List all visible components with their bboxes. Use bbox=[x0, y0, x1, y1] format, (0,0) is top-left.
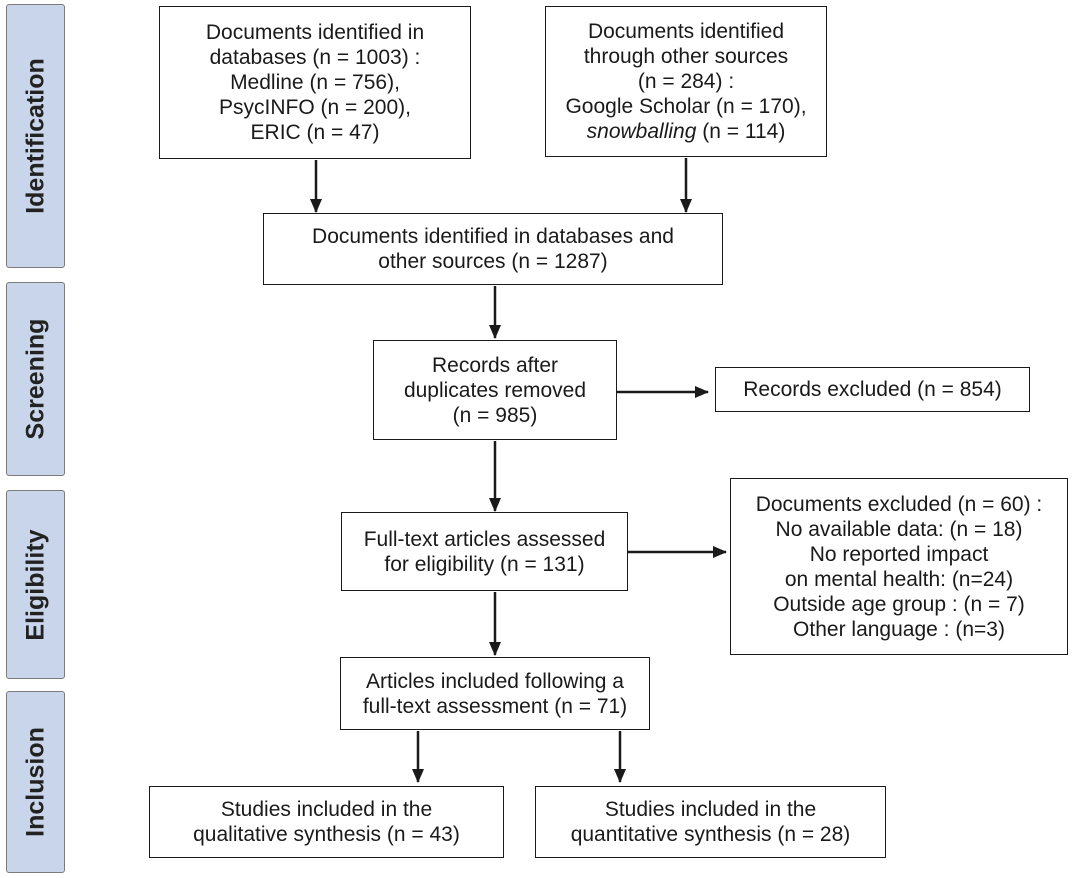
box-after-duplicates-line-2: duplicates removed bbox=[403, 378, 587, 402]
box-databases-line-1: Documents identified in bbox=[205, 21, 425, 44]
box-qualitative-line-2: qualitative synthesis (n = 43) bbox=[193, 823, 460, 846]
box-fulltext-line-2: for eligibility (n = 131) bbox=[384, 552, 585, 576]
box-documents-excluded: Documents excluded (n = 60) : No availab… bbox=[730, 478, 1068, 655]
box-databases-line-3: Medline (n = 756), bbox=[230, 71, 400, 94]
phase-eligibility: Eligibility bbox=[6, 490, 65, 679]
snowballing-count: (n = 114) bbox=[696, 120, 786, 143]
box-databases-line-2: databases (n = 1003) : bbox=[209, 46, 421, 69]
box-other-line-3: (n = 284) : bbox=[637, 70, 735, 93]
box-fulltext-assessed: Full-text articles assessed for eligibil… bbox=[341, 512, 628, 591]
box-databases: Documents identified in databases (n = 1… bbox=[159, 6, 471, 159]
box-after-duplicates-line-3: (n = 985) bbox=[452, 403, 538, 427]
box-other-line-4: Google Scholar (n = 170), bbox=[565, 95, 807, 118]
box-included-line-1: Articles included following a bbox=[366, 669, 624, 693]
box-databases-line-4: PsycINFO (n = 200), bbox=[219, 96, 411, 119]
box-quantitative-line-2: quantitative synthesis (n = 28) bbox=[570, 823, 851, 846]
box-documents-excluded-line-2: No available data: (n = 18) bbox=[775, 517, 1023, 541]
box-included-line-2: full-text assessment (n = 71) bbox=[362, 694, 628, 718]
box-documents-excluded-line-5: Outside age group : (n = 7) bbox=[773, 592, 1025, 616]
box-qualitative: Studies included in the qualitative synt… bbox=[149, 786, 504, 858]
box-databases-line-5: ERIC (n = 47) bbox=[250, 121, 380, 144]
snowballing-text: snowballing bbox=[586, 120, 697, 143]
box-quantitative: Studies included in the quantitative syn… bbox=[535, 786, 886, 858]
box-after-duplicates-line-1: Records after bbox=[431, 353, 559, 377]
box-records-excluded: Records excluded (n = 854) bbox=[715, 367, 1030, 412]
phase-inclusion: Inclusion bbox=[6, 691, 65, 873]
box-qualitative-line-1: Studies included in the bbox=[220, 798, 433, 821]
phase-screening: Screening bbox=[6, 282, 65, 476]
phase-identification: Identification bbox=[6, 4, 65, 268]
box-documents-excluded-line-4: on mental health: (n=24) bbox=[784, 567, 1014, 591]
box-combined: Documents identified in databases and ot… bbox=[263, 213, 723, 285]
box-other-line-5: snowballing (n = 114) bbox=[587, 119, 786, 144]
box-documents-excluded-line-3: No reported impact bbox=[809, 542, 989, 566]
box-quantitative-line-1: Studies included in the bbox=[604, 798, 817, 821]
box-other-line-1: Documents identified bbox=[587, 20, 785, 43]
box-other-sources: Documents identified through other sourc… bbox=[545, 6, 827, 157]
box-other-line-2: through other sources bbox=[583, 45, 789, 68]
box-records-excluded-line-1: Records excluded (n = 854) bbox=[743, 378, 1002, 401]
box-combined-line-1: Documents identified in databases and bbox=[312, 225, 674, 248]
box-documents-excluded-line-6: Other language : (n=3) bbox=[793, 617, 1005, 641]
box-documents-excluded-line-1: Documents excluded (n = 60) : bbox=[755, 492, 1043, 516]
box-included-fulltext: Articles included following a full-text … bbox=[340, 657, 650, 730]
box-after-duplicates: Records after duplicates removed (n = 98… bbox=[373, 340, 617, 440]
box-fulltext-line-1: Full-text articles assessed bbox=[363, 527, 606, 551]
box-combined-line-2: other sources (n = 1287) bbox=[378, 250, 608, 273]
